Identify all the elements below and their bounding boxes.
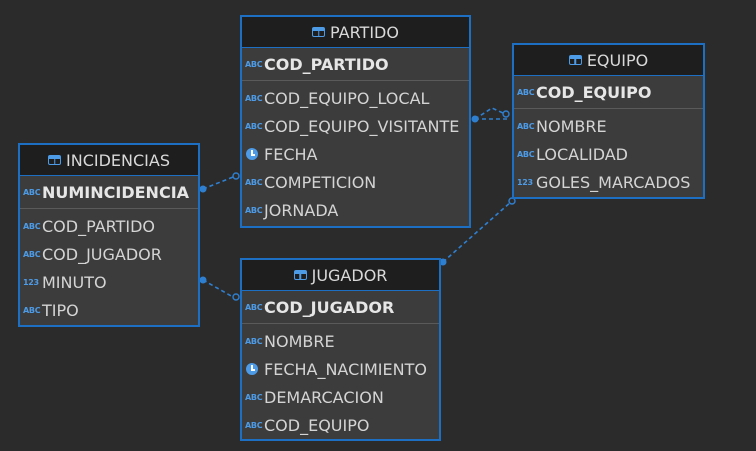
abc-type-icon: ABC	[245, 93, 263, 103]
table-header[interactable]: PARTIDO	[242, 17, 469, 48]
column-name: NOMBRE	[536, 116, 607, 136]
abc-type-icon: ABC	[23, 305, 41, 315]
column-name: GOLES_MARCADOS	[536, 172, 691, 192]
abc-type-icon: ABC	[517, 149, 535, 159]
table-icon	[312, 27, 326, 37]
link-endpoint	[232, 293, 240, 301]
link-incidencias-jugador	[202, 279, 234, 298]
column-name: FECHA_NACIMIENTO	[264, 359, 427, 379]
column-name: COMPETICION	[264, 172, 377, 192]
column-row[interactable]: FECHA_NACIMIENTO	[242, 355, 439, 383]
primary-key-row[interactable]: ABC COD_JUGADOR	[242, 291, 439, 324]
link-dot	[439, 258, 447, 266]
abc-type-icon: ABC	[23, 187, 41, 197]
abc-type-icon: ABC	[517, 121, 535, 131]
link-dot	[199, 185, 207, 193]
column-name: LOCALIDAD	[536, 144, 628, 164]
abc-type-icon: ABC	[245, 420, 263, 430]
table-header[interactable]: JUGADOR	[242, 260, 439, 291]
column-name: COD_EQUIPO_LOCAL	[264, 88, 430, 108]
abc-type-icon: ABC	[23, 221, 41, 231]
table-title: PARTIDO	[330, 22, 399, 42]
clock-icon	[246, 148, 258, 160]
primary-key-row[interactable]: ABC NUMINCIDENCIA	[20, 176, 198, 209]
link-dot	[471, 115, 479, 123]
column-name: COD_EQUIPO	[264, 415, 370, 435]
link-endpoint	[232, 172, 240, 180]
link-endpoint	[502, 110, 510, 118]
abc-type-icon: ABC	[23, 249, 41, 259]
column-name: COD_EQUIPO	[536, 82, 652, 102]
numeric-type-icon: 123	[517, 177, 533, 187]
abc-type-icon: ABC	[245, 121, 263, 131]
column-name: JORNADA	[264, 200, 339, 220]
column-name: COD_JUGADOR	[264, 297, 395, 317]
table-title: JUGADOR	[311, 265, 388, 285]
column-row[interactable]: FECHA	[242, 140, 469, 168]
link-partido-equipo-a	[474, 107, 504, 120]
column-name: NUMINCIDENCIA	[42, 182, 190, 202]
abc-type-icon: ABC	[245, 177, 263, 187]
column-name: MINUTO	[42, 272, 107, 292]
abc-type-icon: ABC	[245, 336, 263, 346]
table-title: EQUIPO	[586, 50, 649, 70]
abc-type-icon: ABC	[245, 59, 263, 69]
column-name: COD_JUGADOR	[42, 244, 162, 264]
link-dot	[199, 276, 207, 284]
abc-type-icon: ABC	[517, 87, 535, 97]
table-icon	[48, 155, 62, 165]
clock-icon	[246, 363, 258, 375]
abc-type-icon: ABC	[245, 392, 263, 402]
abc-type-icon: ABC	[245, 205, 263, 215]
column-name: COD_EQUIPO_VISITANTE	[264, 116, 460, 136]
column-name: FECHA	[264, 144, 318, 164]
primary-key-row[interactable]: ABC COD_PARTIDO	[242, 48, 469, 81]
link-incidencias-partido	[202, 176, 234, 190]
column-name: DEMARCACION	[264, 387, 384, 407]
column-name: TIPO	[42, 300, 79, 320]
column-name: COD_PARTIDO	[42, 216, 156, 236]
column-name: COD_PARTIDO	[264, 54, 389, 74]
primary-key-row[interactable]: ABC COD_EQUIPO	[514, 76, 703, 109]
table-header[interactable]: EQUIPO	[514, 45, 703, 76]
table-icon	[293, 270, 307, 280]
table-title: INCIDENCIAS	[66, 150, 170, 170]
numeric-type-icon: 123	[23, 277, 39, 287]
column-name: NOMBRE	[264, 331, 335, 351]
table-icon	[568, 55, 582, 65]
abc-type-icon: ABC	[245, 302, 263, 312]
table-header[interactable]: INCIDENCIAS	[20, 145, 198, 176]
